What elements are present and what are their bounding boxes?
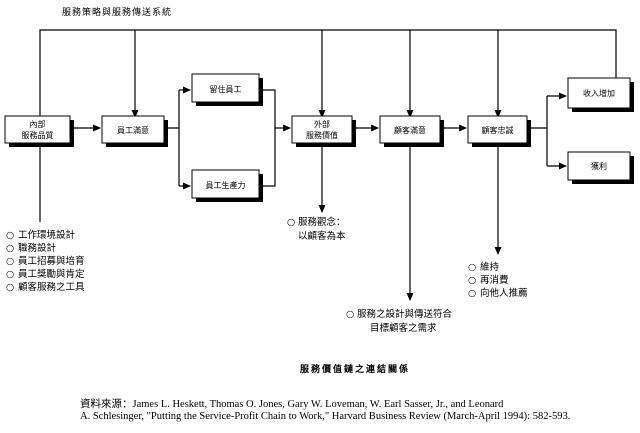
svg-text:服務品質: 服務品質 <box>22 130 54 140</box>
note-connectors <box>39 145 502 301</box>
svg-text:工作環境設計: 工作環境設計 <box>18 229 76 241</box>
svg-text:員工獎勵與肯定: 員工獎勵與肯定 <box>18 268 85 280</box>
svg-text:○: ○ <box>6 230 14 241</box>
loyalty-notes: ○ 維持 ○ 再消費 ○ 向他人推薦 <box>468 261 528 299</box>
svg-text:顧客服務之工具: 顧客服務之工具 <box>18 281 85 293</box>
box-customer-loyalty: 顧客忠誠 <box>467 115 531 147</box>
service-design-notes: ○ 服務之設計與傳送符合 目標顧客之需求 <box>346 308 453 334</box>
svg-text:○: ○ <box>346 309 354 320</box>
svg-text:員工生產力: 員工生產力 <box>206 180 246 190</box>
box-employee-retention: 留住員工 <box>191 73 263 106</box>
top-feedback-line <box>39 29 617 118</box>
strategy-system-title: 服務策略與服務傳送系統 <box>62 6 172 18</box>
source-citation-line-2: A. Schlesinger, "Putting the Service-Pro… <box>80 411 571 422</box>
svg-text:員工滿意: 員工滿意 <box>117 125 149 135</box>
svg-text:外部: 外部 <box>314 119 330 129</box>
svg-text:內部: 內部 <box>30 119 46 129</box>
internal-quality-notes: ○ 工作環境設計 ○ 職務設計 ○ 員工招募與培育 ○ 員工獎勵與肯定 ○ 顧客… <box>6 229 85 293</box>
flow-connectors <box>74 86 567 190</box>
box-employee-productivity: 員工生產力 <box>191 169 263 202</box>
svg-text:獲利: 獲利 <box>591 161 607 171</box>
svg-text:員工招募與培育: 員工招募與培育 <box>18 255 85 267</box>
svg-text:服務觀念：: 服務觀念： <box>298 216 346 228</box>
svg-text:顧客滿意: 顧客滿意 <box>394 125 426 135</box>
svg-text:○: ○ <box>6 282 14 293</box>
svg-text:○: ○ <box>6 269 14 280</box>
box-internal-service-quality: 內部 服務品質 <box>4 115 74 147</box>
svg-text:○: ○ <box>468 288 476 299</box>
diagram-caption: 服務價值鏈之連結關係 <box>300 363 410 375</box>
box-external-service-value: 外部 服務價值 <box>291 115 356 147</box>
svg-text:○: ○ <box>6 243 14 254</box>
svg-text:收入增加: 收入增加 <box>583 88 615 98</box>
service-concept-notes: ○ 服務觀念： 以顧客為本 <box>287 216 346 242</box>
svg-text:服務價值: 服務價值 <box>306 130 338 140</box>
svg-text:○: ○ <box>287 217 295 228</box>
svg-text:○: ○ <box>468 275 476 286</box>
svg-text:維持: 維持 <box>480 261 500 273</box>
svg-text:○: ○ <box>468 262 476 273</box>
source-citation-line-1: 資料來源：James L. Heskett, Thomas O. Jones, … <box>80 399 504 410</box>
svg-text:服務之設計與傳送符合: 服務之設計與傳送符合 <box>357 308 453 320</box>
box-profitability: 獲利 <box>567 151 634 184</box>
svg-text:○: ○ <box>6 256 14 267</box>
svg-text:職務設計: 職務設計 <box>18 242 57 254</box>
box-customer-satisfaction: 顧客滿意 <box>379 115 444 147</box>
svg-text:留住員工: 留住員工 <box>210 84 242 94</box>
svg-text:向他人推薦: 向他人推薦 <box>480 287 528 299</box>
box-revenue-growth: 收入增加 <box>567 77 634 112</box>
box-employee-satisfaction: 員工滿意 <box>101 115 168 147</box>
svg-text:再消費: 再消費 <box>480 274 509 286</box>
svg-text:目標顧客之需求: 目標顧客之需求 <box>370 322 437 334</box>
svg-text:以顧客為本: 以顧客為本 <box>298 230 346 242</box>
svg-text:顧客忠誠: 顧客忠誠 <box>482 125 514 135</box>
